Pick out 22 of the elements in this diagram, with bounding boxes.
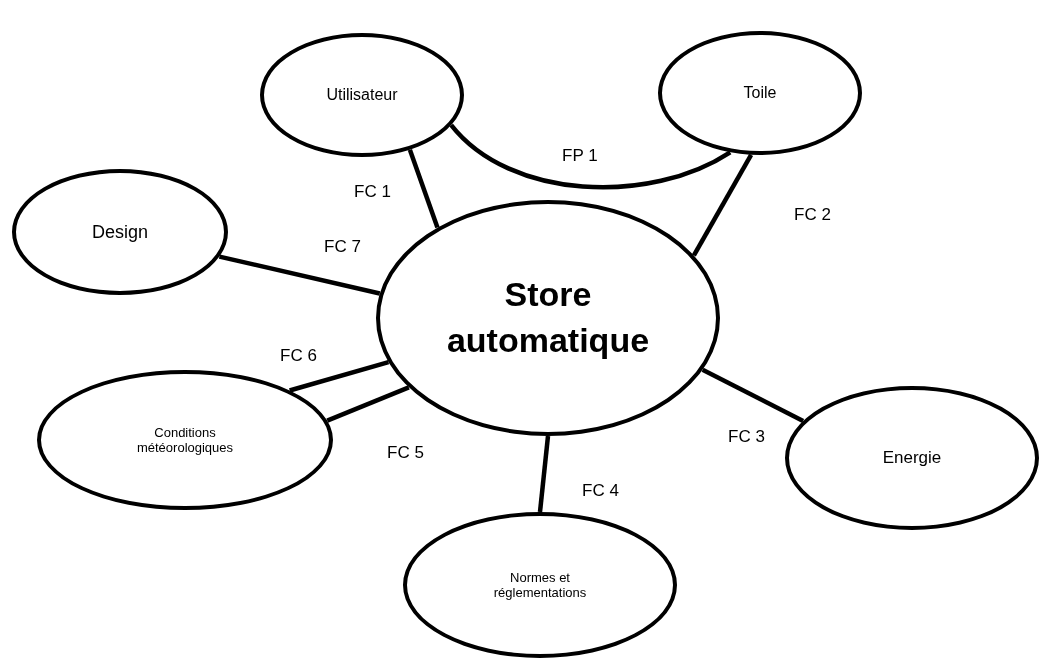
connector-line — [537, 435, 551, 513]
connector-line — [289, 360, 390, 393]
element-ellipse — [658, 31, 862, 155]
connector-line — [326, 385, 410, 423]
connector-line — [449, 123, 732, 190]
node-label: Design — [92, 221, 148, 243]
connector-line — [691, 153, 754, 257]
element-ellipse — [785, 386, 1039, 530]
element-ellipse — [260, 33, 464, 157]
connector-line — [218, 254, 381, 296]
node-label: Energie — [882, 448, 942, 468]
node-label: Store automatique — [445, 274, 651, 361]
node-label: Utilisateur — [326, 86, 398, 104]
node-label: Normes et réglementations — [492, 570, 588, 600]
element-ellipse — [403, 512, 677, 658]
node-label: Conditions météorologiques — [135, 425, 235, 455]
element-ellipse — [37, 370, 333, 510]
connector-line — [407, 149, 440, 229]
system-ellipse — [376, 200, 720, 436]
connector-line — [701, 367, 805, 423]
node-label: Toile — [743, 84, 777, 102]
element-ellipse — [12, 169, 228, 295]
